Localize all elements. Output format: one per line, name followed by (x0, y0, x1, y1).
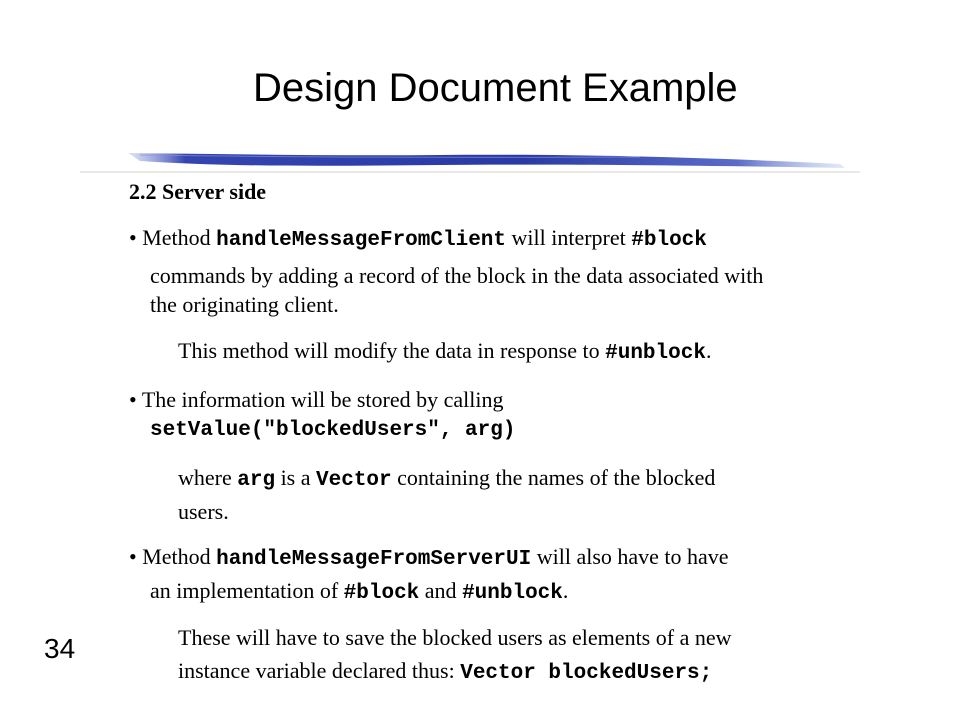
text-run: where (178, 465, 238, 490)
bullet-dot: • (129, 387, 137, 412)
bullet-2-line-1: • The information will be stored by call… (129, 386, 504, 414)
text-run: and (419, 578, 463, 603)
code-vector: Vector (316, 469, 392, 492)
text-run: an implementation of (150, 578, 344, 603)
text-run: Method (142, 544, 217, 569)
code-method-name: handleMessageFromServerUI (216, 548, 532, 571)
text-run: . (705, 338, 712, 363)
bullet-2-note-line-2: users. (178, 499, 229, 524)
bullet-3-line-2: an implementation of #block and #unblock… (150, 577, 568, 608)
text-run: Method (142, 225, 217, 250)
bullet-3-line-1: • Method handleMessageFromServerUI will … (129, 543, 729, 574)
code-command: #block (631, 229, 707, 252)
bullet-3-note-line-1: These will have to save the blocked user… (178, 625, 732, 650)
page-number: 34 (44, 633, 76, 664)
text-run: containing the names of the blocked (391, 465, 716, 490)
code-declaration: Vector blockedUsers; (460, 662, 713, 685)
text-run: This method will modify the data in resp… (178, 338, 606, 363)
section-heading: 2.2 Server side (129, 179, 267, 204)
bullet-2-note-line-1: where arg is a Vector containing the nam… (178, 464, 715, 495)
code-method-name: handleMessageFromClient (216, 229, 507, 252)
bullet-1-line-3: the originating client. (150, 292, 339, 317)
text-run: is a (275, 465, 317, 490)
bullet-3-note-line-2: instance variable declared thus: Vector … (178, 657, 712, 688)
bullet-dot: • (129, 544, 137, 569)
bullet-dot: • (129, 225, 137, 250)
text-run: will also have to have (531, 544, 729, 569)
text-run: instance variable declared thus: (178, 658, 461, 683)
brush-stroke-divider (80, 153, 860, 173)
slide-title: Design Document Example (253, 66, 738, 110)
code-command: #unblock (605, 342, 706, 365)
code-arg: arg (237, 469, 276, 492)
text-run: will interpret (506, 225, 632, 250)
bullet-1-note: This method will modify the data in resp… (178, 337, 711, 368)
code-command: #unblock (462, 582, 563, 605)
text-run: The information will be stored by callin… (141, 387, 504, 412)
bullet-1-line-1: • Method handleMessageFromClient will in… (129, 224, 707, 255)
text-run: . (562, 578, 569, 603)
code-command: #block (343, 582, 420, 605)
code-setvalue-call: setValue("blockedUsers", arg) (150, 419, 516, 442)
bullet-1-line-2: commands by adding a record of the block… (150, 263, 764, 288)
